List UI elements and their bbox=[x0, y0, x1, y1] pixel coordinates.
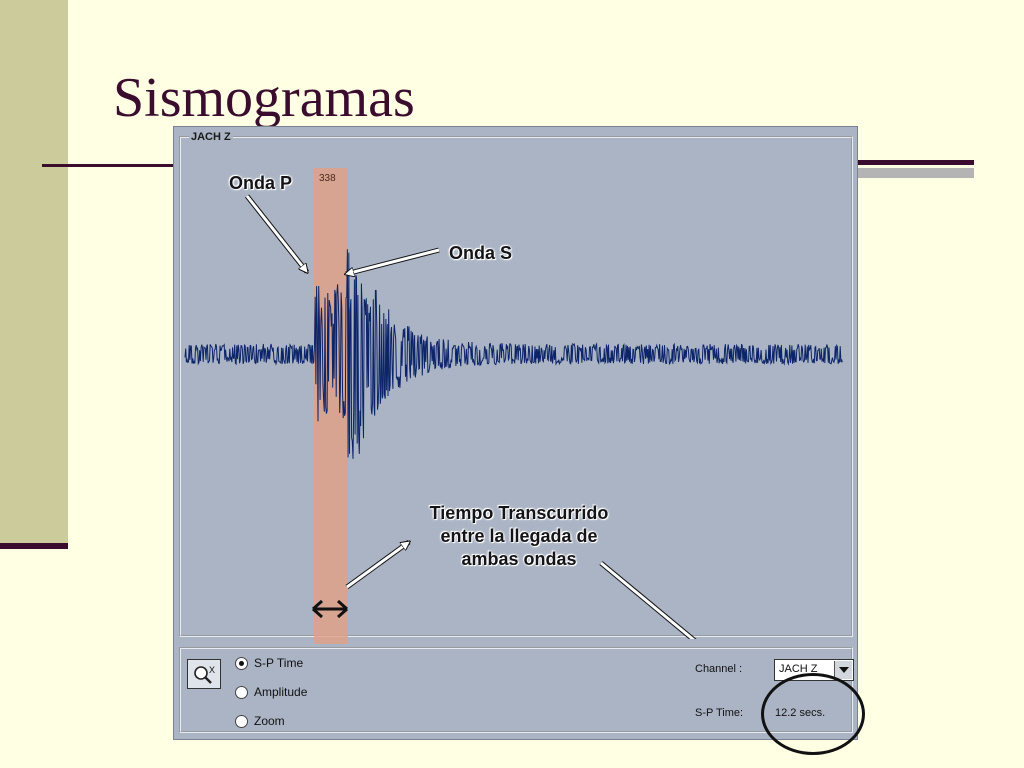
sp-time-highlight-circle bbox=[761, 673, 865, 755]
elapsed-time-line-3: ambas ondas bbox=[461, 549, 577, 569]
waveform-trace bbox=[184, 249, 843, 459]
radio-zoom-label: Zoom bbox=[254, 714, 285, 728]
channel-select-value: JACH Z bbox=[779, 663, 818, 675]
radio-sp-time-label: S-P Time bbox=[254, 656, 304, 670]
sp-interval-band[interactable] bbox=[314, 168, 348, 644]
right-decor-bar bbox=[856, 168, 974, 178]
svg-text:X: X bbox=[209, 665, 215, 675]
title-rule bbox=[42, 164, 182, 167]
seismogram-waveform bbox=[184, 249, 843, 459]
s-wave-label: Onda S bbox=[449, 243, 513, 263]
left-decor-band bbox=[0, 0, 68, 545]
channel-label: Channel : bbox=[695, 663, 743, 675]
radio-amplitude-label: Amplitude bbox=[254, 685, 308, 699]
mode-option-amplitude[interactable]: Amplitude bbox=[235, 685, 307, 699]
magnifier-x-icon: X bbox=[194, 665, 215, 684]
waveform-channel-title: JACH Z bbox=[189, 130, 233, 144]
seismogram-app-window: JACH Z 338 Onda P Onda S T bbox=[173, 126, 865, 755]
triangle-down-icon[interactable] bbox=[834, 661, 852, 679]
elapsed-time-line-1: Tiempo Transcurrido bbox=[429, 503, 609, 523]
left-decor-line bbox=[0, 543, 68, 549]
controls-panel: X S-P Time Amplitude Zoom Channel : JACH… bbox=[179, 647, 865, 755]
radio-zoom[interactable] bbox=[235, 714, 248, 728]
elapsed-time-label: Tiempo Transcurrido entre la llegada de … bbox=[403, 502, 635, 571]
radio-amplitude[interactable] bbox=[235, 685, 248, 699]
radio-sp-time[interactable] bbox=[235, 656, 248, 670]
right-decor-line bbox=[856, 160, 974, 165]
mode-option-zoom[interactable]: Zoom bbox=[235, 714, 285, 728]
sp-band-tick-label: 338 bbox=[319, 173, 336, 184]
zoom-tool-button[interactable]: X bbox=[187, 659, 221, 689]
mode-option-sp-time[interactable]: S-P Time bbox=[235, 656, 303, 670]
waveform-panel: JACH Z 338 Onda P Onda S T bbox=[179, 130, 853, 644]
slide-title: Sismogramas bbox=[113, 67, 415, 129]
sp-time-label: S-P Time: bbox=[695, 707, 744, 719]
p-wave-label: Onda P bbox=[229, 173, 293, 193]
elapsed-time-line-2: entre la llegada de bbox=[440, 526, 598, 546]
